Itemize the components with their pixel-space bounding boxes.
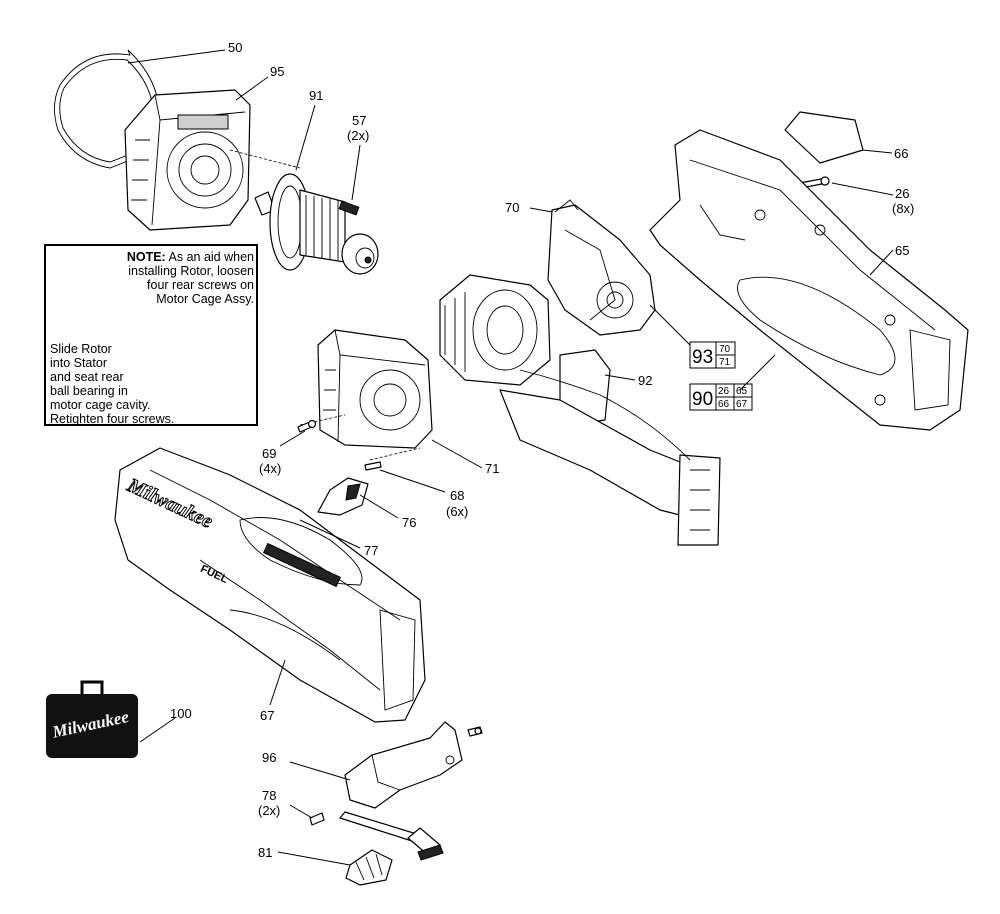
leader-78 — [289, 804, 313, 819]
part-81-chuck-key — [339, 811, 444, 886]
leader-91 — [295, 104, 316, 171]
note-heading: NOTE: — [126, 250, 166, 264]
callout-71: 71 — [485, 461, 499, 476]
callout-90-sub-3: 66 — [718, 399, 730, 410]
callout-100: 100 — [170, 706, 192, 721]
leader-100 — [139, 717, 176, 743]
callout-68: 68 — [450, 488, 464, 503]
leader-67 — [269, 659, 286, 706]
note-line-5: Slide Rotor — [50, 342, 112, 356]
note-top-text: NOTE: As an aid when installing Rotor, l… — [104, 250, 254, 306]
leader-66 — [861, 149, 893, 154]
note-bottom-text: Slide Rotor into Stator and seat rear ba… — [50, 342, 190, 426]
callout-57: 57 — [352, 113, 366, 128]
note-line-9: motor cage cavity. — [50, 398, 151, 412]
leader-92 — [604, 374, 636, 381]
callout-78-qty: (2x) — [258, 803, 280, 818]
callout-90-sub-4: 67 — [736, 399, 748, 410]
part-91-rotor — [229, 149, 379, 275]
part-57-screw — [338, 200, 360, 216]
leader-50 — [127, 49, 226, 64]
callout-96: 96 — [262, 750, 276, 765]
callout-93-sub-2: 71 — [719, 357, 731, 368]
callout-81: 81 — [258, 845, 272, 860]
callout-66: 66 — [894, 146, 908, 161]
leader-68 — [379, 469, 446, 493]
part-69-screw — [297, 419, 317, 433]
part-76-trigger — [317, 477, 369, 516]
note-line-4: Motor Cage Assy. — [156, 292, 254, 306]
callout-90: 90 — [692, 389, 713, 410]
part-70-motor-cage-rear — [547, 199, 656, 336]
callout-69-qty: (4x) — [259, 461, 281, 476]
part-68-screw — [364, 461, 382, 471]
part-65-housing-half — [649, 129, 969, 431]
callout-91: 91 — [309, 88, 323, 103]
part-67-main-housing — [114, 447, 426, 723]
callout-67: 67 — [260, 708, 274, 723]
leader-71 — [431, 439, 483, 469]
callout-78: 78 — [262, 788, 276, 803]
leader-93 — [649, 304, 691, 346]
callout-76: 76 — [402, 515, 416, 530]
note-line-3: four rear screws on — [147, 278, 254, 292]
note-line-6: into Stator — [50, 356, 107, 370]
callout-68-qty: (6x) — [446, 504, 468, 519]
callout-65: 65 — [895, 243, 909, 258]
part-26-screw — [799, 176, 830, 189]
callout-90-sub-2: 65 — [736, 386, 748, 397]
note-line-1: As an aid when — [168, 250, 254, 264]
callout-26: 26 — [895, 186, 909, 201]
part-71-motor-cage — [299, 329, 433, 461]
note-line-2: installing Rotor, loosen — [128, 264, 254, 278]
leader-77 — [299, 519, 361, 549]
part-100-carry-case — [46, 680, 138, 758]
callout-57-qty: (2x) — [347, 128, 369, 143]
part-66-label — [784, 111, 864, 164]
leader-57 — [351, 144, 361, 201]
part-78-screw — [309, 812, 325, 826]
callout-26-qty: (8x) — [892, 201, 914, 216]
part-92-stator-switch — [439, 274, 721, 546]
note-line-8: ball bearing in — [50, 384, 128, 398]
leader-81 — [277, 851, 351, 866]
part-95-motor-housing — [124, 89, 251, 231]
note-line-10: Retighten four screws. — [50, 412, 175, 426]
callout-93-sub-1: 70 — [719, 344, 731, 355]
installation-note: NOTE: As an aid when installing Rotor, l… — [44, 244, 258, 426]
note-line-7: and seat rear — [50, 370, 124, 384]
callout-70: 70 — [505, 200, 519, 215]
leader-65 — [869, 249, 894, 276]
callout-93: 93 — [692, 347, 713, 368]
callout-69: 69 — [262, 446, 276, 461]
part-96-bracket — [344, 721, 483, 809]
callout-77: 77 — [364, 543, 378, 558]
leader-69 — [279, 430, 306, 447]
callout-50: 50 — [228, 40, 242, 55]
leader-90 — [739, 354, 776, 391]
leader-26 — [831, 182, 894, 196]
leader-95 — [235, 76, 269, 101]
leader-70 — [529, 207, 553, 213]
leader-96 — [289, 761, 351, 781]
callout-90-sub-1: 26 — [718, 386, 730, 397]
callout-92: 92 — [638, 373, 652, 388]
callout-95: 95 — [270, 64, 284, 79]
leader-76 — [359, 494, 399, 519]
